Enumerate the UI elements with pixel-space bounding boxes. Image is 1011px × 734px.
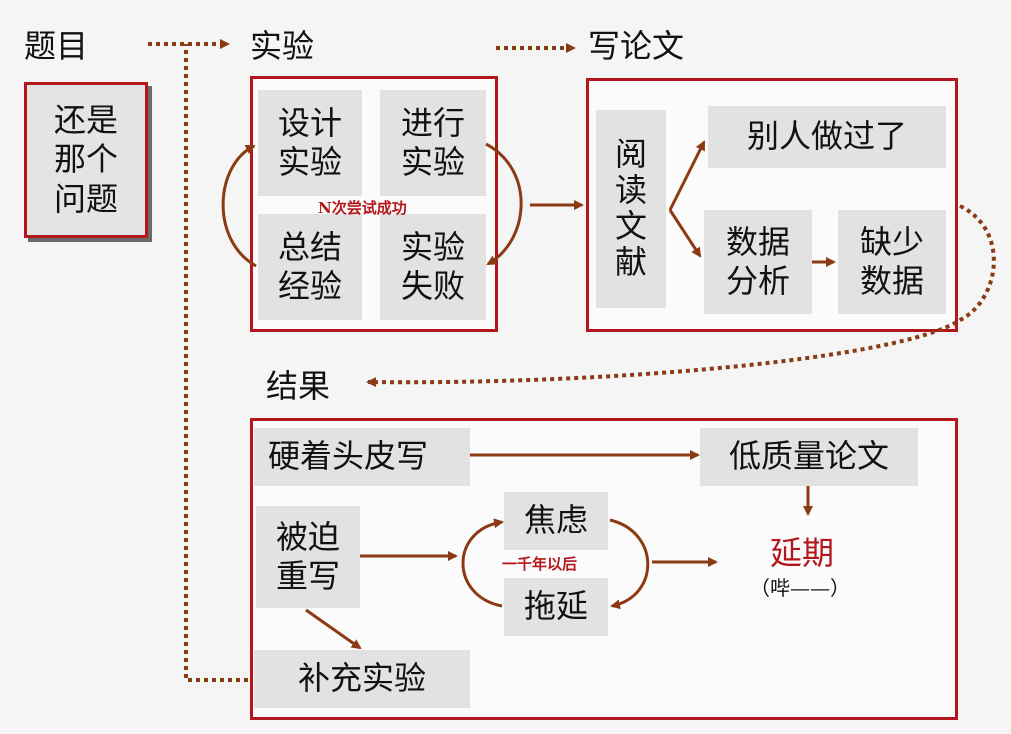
low-quality-paper-box: 低质量论文	[700, 428, 918, 486]
experiment-failed-box: 实验 失败	[380, 214, 486, 320]
header-experiment: 实验	[250, 27, 315, 65]
read-literature-box: 阅 读 文 献	[596, 110, 666, 308]
arrow-procrastinate-to-anxiety	[461, 518, 504, 608]
lack-data-box: 缺少 数据	[838, 210, 946, 314]
conduct-experiment-box: 进行 实验	[380, 90, 486, 196]
anxiety-box: 焦虑	[504, 492, 608, 550]
topic-box: 还是 那个 问题	[53, 101, 118, 218]
arrow-rewrite-to-supplement	[305, 608, 362, 650]
result-loop-note: 一千年以后	[502, 555, 578, 573]
experiment-loop-note: N次尝试成功	[318, 199, 407, 217]
dotted-arrow-writing-to-result	[366, 204, 996, 388]
design-experiment-box: 设计 实验	[258, 90, 362, 196]
delay-sound-label: （哔——）	[750, 576, 850, 600]
header-result: 结果	[266, 367, 331, 405]
forced-rewrite-box: 被迫 重写	[256, 506, 360, 608]
arrow-read-to-analysis	[668, 209, 702, 258]
delay-label: 延期	[770, 534, 835, 572]
header-topic: 题目	[24, 27, 89, 65]
supplement-experiment-box: 补充实验	[254, 650, 470, 708]
dotted-line-supplement-to-top	[184, 44, 248, 682]
topic-frame	[24, 82, 148, 238]
summarize-experience-box: 总结 经验	[258, 214, 362, 320]
done-by-others-box: 别人做过了	[708, 106, 946, 168]
procrastinate-box: 拖延	[504, 578, 608, 636]
arrow-anxiety-to-procrastinate	[609, 518, 650, 610]
arrow-read-to-done	[668, 140, 706, 211]
arrow-summary-to-design	[221, 144, 257, 268]
header-writing: 写论文	[588, 27, 685, 65]
data-analysis-box: 数据 分析	[704, 210, 812, 314]
write-anyway-box: 硬着头皮写	[254, 428, 470, 486]
arrow-conduct-to-fail	[485, 142, 523, 266]
